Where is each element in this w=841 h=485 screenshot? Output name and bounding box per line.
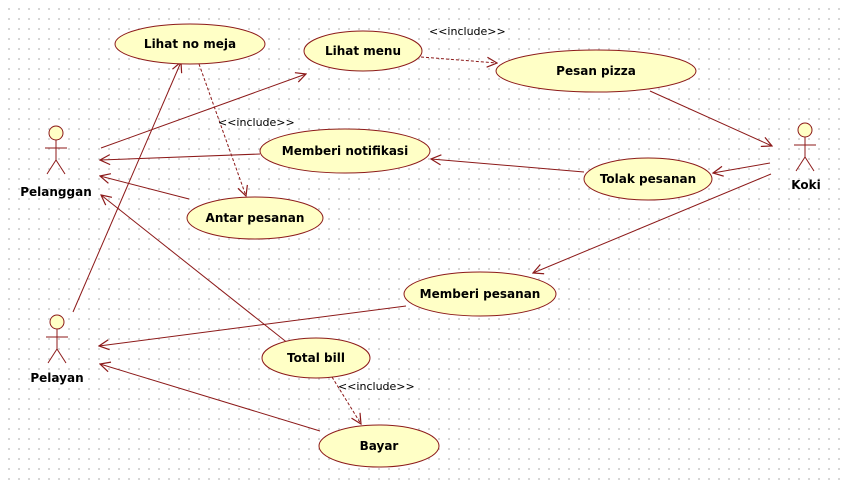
include-total-bill-bayar (331, 376, 361, 424)
use-case-label: Antar pesanan (206, 211, 305, 225)
actor-label-koki: Koki (791, 178, 820, 192)
assoc-bayar-pelayan (100, 364, 321, 432)
use-case-pesan-pizza[interactable]: Pesan pizza (495, 49, 697, 93)
use-case-memberi-pesanan[interactable]: Memberi pesanan (403, 271, 557, 317)
use-case-label: Tolak pesanan (600, 172, 696, 186)
assoc-pelanggan-lihat-menu (100, 74, 306, 149)
actor-pelayan[interactable] (46, 314, 68, 364)
use-case-label: Pesan pizza (556, 64, 636, 78)
assoc-koki-memberi-pesanan (533, 173, 772, 273)
actor-koki[interactable] (794, 122, 816, 172)
actor-head-icon (49, 314, 65, 330)
use-case-label: Memberi pesanan (420, 287, 541, 301)
assoc-pesan-pizza-koki (649, 90, 772, 146)
use-case-label: Lihat menu (325, 44, 401, 58)
actor-label-pelanggan: Pelanggan (20, 185, 92, 199)
use-case-label: Memberi notifikasi (282, 144, 408, 158)
use-case-lihat-menu[interactable]: Lihat menu (303, 30, 423, 72)
use-case-total-bill[interactable]: Total bill (261, 337, 371, 379)
use-case-memberi-notifikasi[interactable]: Memberi notifikasi (259, 128, 431, 174)
assoc-memberi-pesanan-pelayan (99, 305, 407, 346)
actor-pelanggan[interactable] (45, 125, 67, 175)
assoc-antar-pesanan-pelanggan (100, 176, 190, 200)
assoc-notifikasi-pelanggan (100, 153, 261, 160)
actor-label-pelayan: Pelayan (30, 371, 83, 385)
use-case-bayar[interactable]: Bayar (318, 424, 440, 468)
include-lihat-menu-pesan-pizza (420, 56, 497, 63)
include-dependencies (198, 56, 497, 424)
include-lihat-no-meja-antar-pesanan (198, 63, 246, 196)
use-case-label: Bayar (360, 439, 399, 453)
assoc-tolak-notifikasi (431, 159, 585, 173)
assoc-koki-tolak-pesanan (713, 162, 771, 173)
associations (72, 62, 772, 432)
use-case-lihat-no-meja[interactable]: Lihat no meja (114, 23, 266, 65)
actor-head-icon (797, 122, 813, 138)
include-label-meja-antar: <<include>> (218, 116, 295, 129)
use-case-label: Total bill (287, 351, 345, 365)
actor-head-icon (48, 125, 64, 141)
include-label-menu-pizza: <<include>> (429, 25, 506, 38)
include-label-bill-bayar: <<include>> (338, 380, 415, 393)
use-case-antar-pesanan[interactable]: Antar pesanan (186, 196, 324, 240)
assoc-total-bill-pelanggan (101, 195, 290, 345)
assoc-pelayan-lihat-no-meja (72, 62, 181, 313)
use-case-tolak-pesanan[interactable]: Tolak pesanan (583, 157, 713, 201)
use-case-label: Lihat no meja (144, 37, 236, 51)
